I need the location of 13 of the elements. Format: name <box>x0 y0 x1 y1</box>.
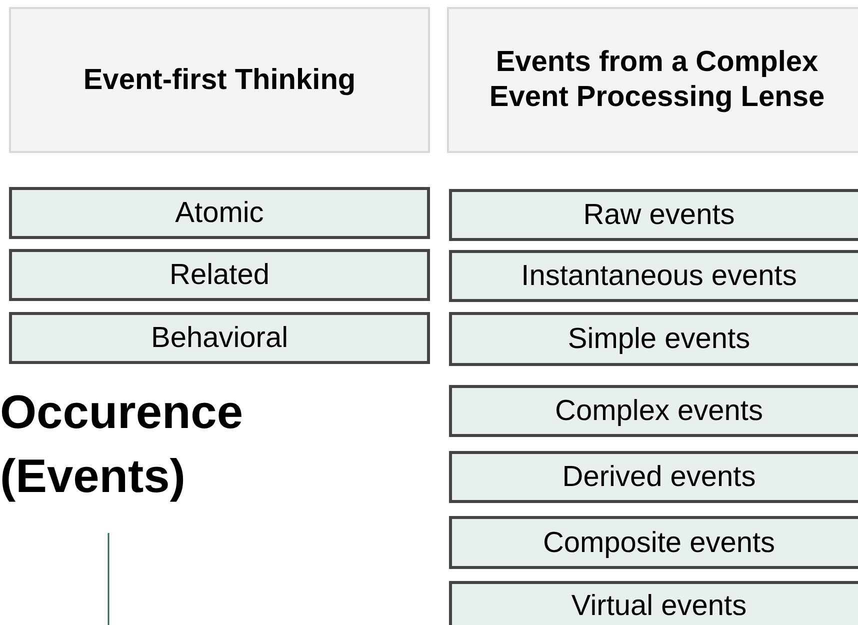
column-header: Events from a Complex Event Processing Lense <box>447 7 858 153</box>
category-box: Atomic <box>9 187 430 239</box>
category-box: Behavioral <box>9 312 430 364</box>
heading-text: Occurence (Events) <box>0 384 244 504</box>
category-box: Virtual events <box>449 581 858 625</box>
category-box: Instantaneous events <box>449 250 858 302</box>
category-box: Complex events <box>449 385 858 437</box>
category-box: Simple events <box>449 312 858 366</box>
category-box: Related <box>9 249 430 301</box>
column-header: Event-first Thinking <box>9 7 430 153</box>
category-box: Derived events <box>449 451 858 503</box>
category-box: Raw events <box>449 189 858 241</box>
category-box: Composite events <box>449 516 858 569</box>
